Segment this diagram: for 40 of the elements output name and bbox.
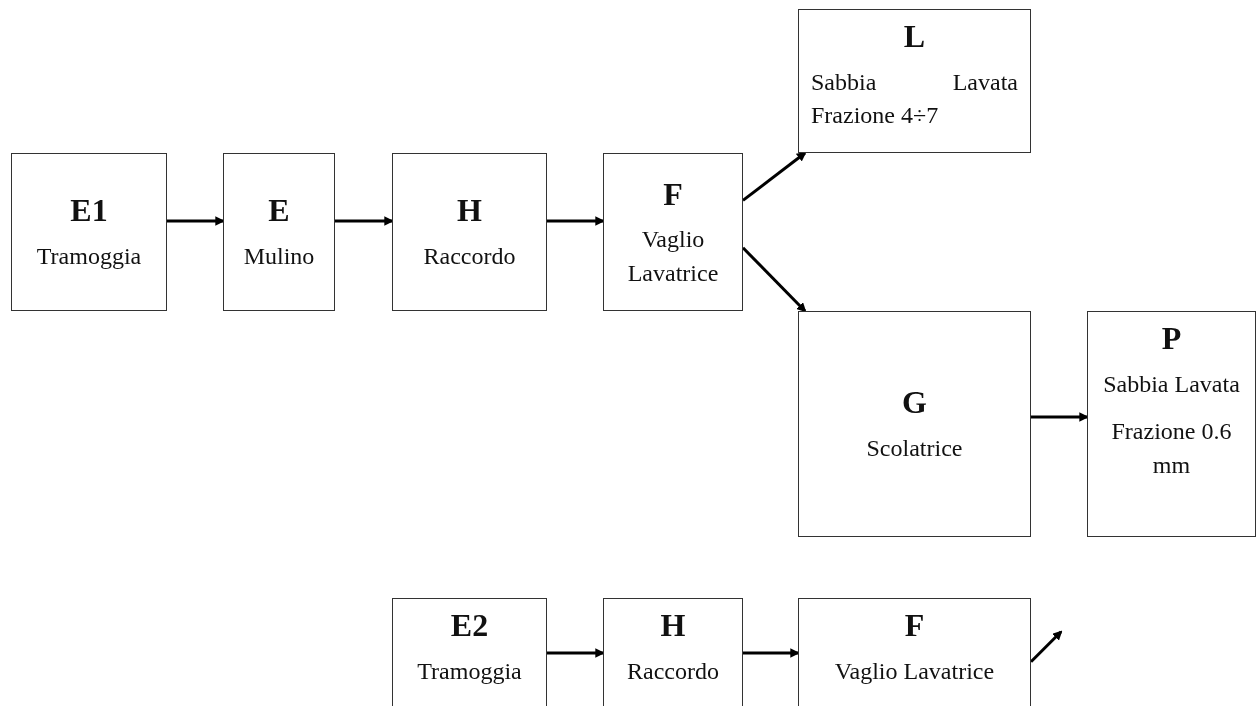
process-box	[1087, 311, 1256, 537]
process-box	[392, 598, 547, 706]
arrow	[335, 216, 394, 226]
box-letter: H	[660, 606, 686, 645]
box-label: Mulino	[243, 242, 315, 271]
box-label: Tramoggia	[36, 242, 142, 271]
process-box	[223, 153, 335, 311]
box-label: Vaglio Lavatrice	[834, 656, 995, 686]
arrow	[1029, 630, 1063, 663]
arrow	[743, 648, 800, 658]
process-box	[392, 153, 547, 311]
arrow	[167, 216, 225, 226]
process-box	[798, 311, 1031, 537]
process-box	[603, 153, 743, 311]
process-box	[798, 9, 1031, 153]
arrow	[547, 216, 605, 226]
arrow	[742, 151, 807, 202]
box-letter: F	[904, 606, 925, 645]
box-label: Raccordo	[627, 656, 719, 686]
box-label: Scolatrice	[866, 434, 963, 463]
box-letter: E2	[450, 606, 489, 645]
box-letter: E1	[70, 191, 108, 231]
arrow	[741, 246, 807, 313]
box-letter: F	[663, 174, 683, 214]
box-label: Frazione 0.6 mm	[1110, 417, 1233, 480]
box-letter: H	[457, 191, 482, 231]
arrow	[1031, 412, 1089, 422]
box-letter: P	[1161, 319, 1182, 358]
box-label: Sabbia Lavata Frazione 4÷7	[811, 67, 1018, 131]
box-letter: L	[903, 17, 926, 56]
box-label: Sabbia Lavata	[1103, 369, 1240, 399]
arrow	[547, 648, 605, 658]
box-letter: G	[902, 383, 927, 423]
process-box	[798, 598, 1031, 706]
box-letter: E	[268, 191, 290, 231]
box-label: Vaglio Lavatrice	[626, 225, 720, 288]
process-box	[603, 598, 743, 706]
process-box	[11, 153, 167, 311]
box-label: Raccordo	[423, 242, 516, 271]
box-label: Tramoggia	[417, 656, 522, 686]
